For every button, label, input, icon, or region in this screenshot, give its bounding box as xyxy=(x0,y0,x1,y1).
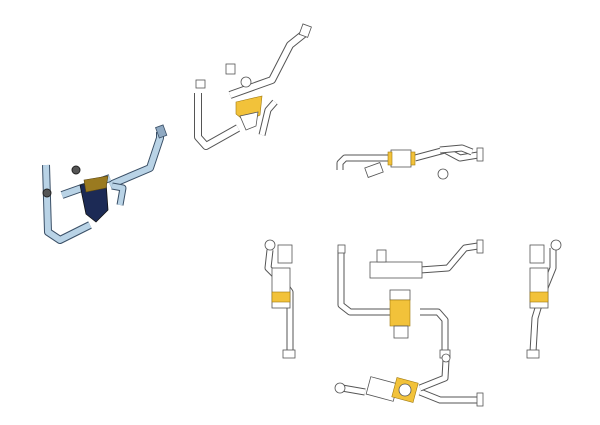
fitting-nut xyxy=(42,188,52,198)
left-view xyxy=(264,239,296,359)
top-view xyxy=(336,144,484,180)
fitting-nut xyxy=(71,165,81,175)
isometric-shaded-view xyxy=(42,124,168,244)
fitting-nut xyxy=(155,124,168,139)
right-view xyxy=(526,239,562,359)
bottom-view xyxy=(334,353,484,407)
isometric-line-view xyxy=(194,23,312,150)
valve-collar xyxy=(83,175,109,193)
front-view xyxy=(337,239,484,359)
